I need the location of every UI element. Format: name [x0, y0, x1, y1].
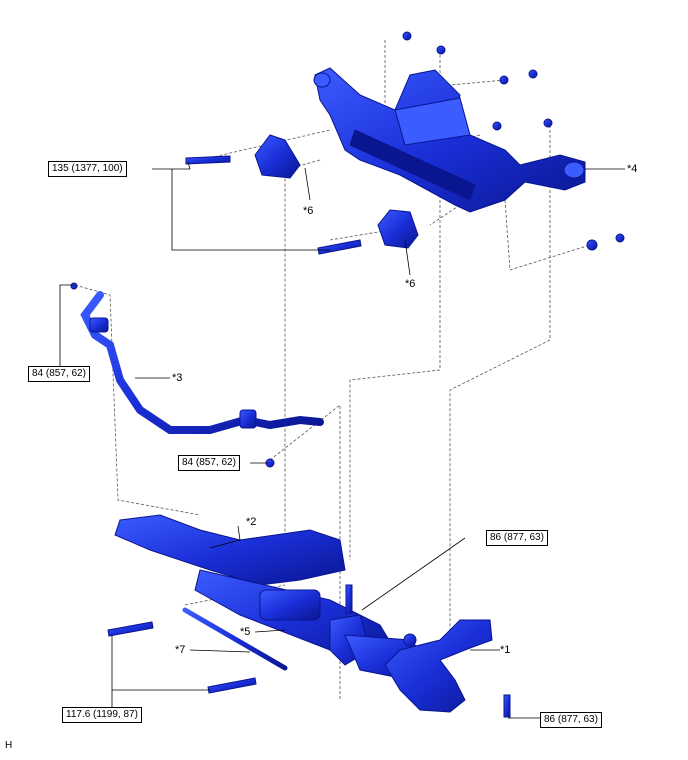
callout-stabilizer-bar: *3: [172, 372, 183, 384]
leader-lines: [59, 161, 625, 719]
torque-label-lower-arm-bolt: 86 (877, 63): [540, 712, 602, 728]
callout-steering-gear: *2: [246, 516, 257, 528]
torque-label-steering-bolt: 86 (877, 63): [486, 530, 548, 546]
callout-stopper-upper: *6: [303, 205, 314, 217]
corner-mark: H: [5, 740, 13, 751]
stopper-upper: [254, 134, 301, 179]
torque-label-stabilizer-upper: 84 (857, 62): [28, 366, 90, 382]
stabilizer-link: [182, 607, 288, 671]
bolts-lower: [107, 584, 511, 718]
callout-steering-column-part: *5: [240, 626, 251, 638]
torque-label-stabilizer-nut: 84 (857, 62): [178, 455, 240, 471]
callout-lower-arm: *1: [500, 644, 511, 656]
callout-crossmember: *4: [627, 163, 638, 175]
steering-rack: [114, 514, 431, 681]
torque-label-front-bolts: 117.6 (1199, 87): [62, 707, 142, 723]
crossmember: [313, 67, 586, 213]
callout-stopper-lower: *6: [405, 278, 416, 290]
stopper-lower: [377, 209, 419, 249]
torque-label-crossmember-bolt: 135 (1377, 100): [48, 161, 127, 177]
lower-arm: [384, 619, 493, 713]
callout-stabilizer-link: *7: [175, 644, 186, 656]
stabilizer-bushings: [70, 282, 275, 468]
bolts-crossmember: [185, 31, 625, 255]
